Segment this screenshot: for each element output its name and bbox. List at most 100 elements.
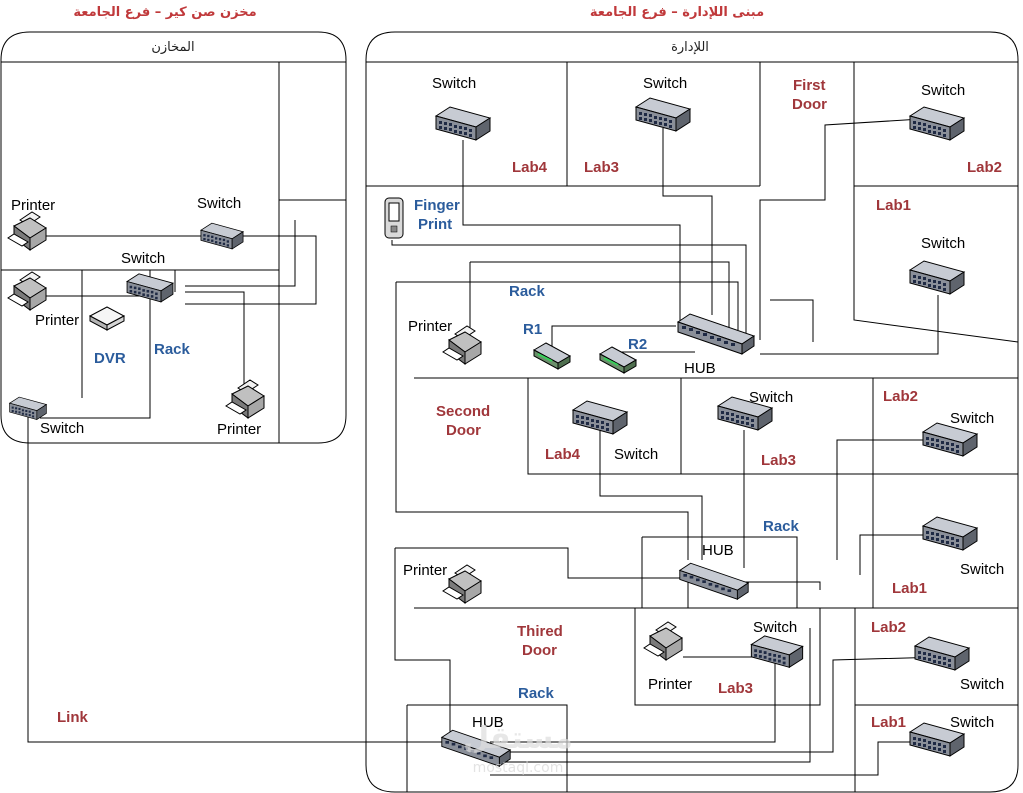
network-switch-icon [435, 106, 491, 141]
device-label: Printer [408, 318, 452, 335]
device-label: Printer [648, 676, 692, 693]
network-switch-icon [914, 636, 970, 671]
device-label: Switch [197, 195, 241, 212]
printer-icon [7, 211, 47, 251]
network-switch-icon [9, 396, 47, 420]
admin-titlebar: اللإدارة [671, 40, 709, 55]
lab1-bottom-switch: Switch [909, 714, 994, 757]
admin-heading: مبنى اللإدارة – فرع الجامعة [590, 5, 764, 20]
lab1-middle-switch: Switch [922, 516, 1004, 578]
room-label-lab2-bottom: Lab2 [871, 619, 906, 636]
door-label-line2: Door [522, 642, 557, 659]
device-label: R2 [628, 336, 647, 353]
router-r1: R1 [523, 321, 571, 370]
admin-printer-top: Printer [408, 318, 482, 365]
admin-hub-middle: HUB [679, 542, 749, 600]
warehouse-building [0, 31, 347, 444]
printer-icon [442, 564, 482, 604]
warehouse-switch-top: Switch [197, 195, 244, 250]
room-label-lab1: Lab1 [876, 197, 911, 214]
admin-hub-bottom: HUB [441, 714, 511, 767]
room-label-lab2-middle: Lab2 [883, 388, 918, 405]
second-door-label: Second Door [436, 403, 490, 439]
network-cabling [27, 117, 947, 776]
warehouse-printer-right: Printer [217, 379, 265, 438]
lab2-top-switch: Switch [909, 82, 965, 141]
watermark-logo-text: مستقل [463, 721, 573, 756]
device-label: HUB [472, 714, 504, 731]
room-label-lab3-bottom: Lab3 [718, 680, 753, 697]
network-switch-icon [750, 635, 804, 668]
device-label: Switch [121, 250, 165, 267]
link-label: Link [57, 709, 88, 726]
warehouse-titlebar: المخازن [151, 40, 194, 55]
device-label: DVR [94, 350, 126, 367]
room-label-lab4-middle: Lab4 [545, 446, 581, 463]
device-label: Printer [403, 562, 447, 579]
dvr-icon [89, 306, 125, 331]
watermark-url: mostaql.com [473, 760, 564, 776]
lab4-middle-switch: Switch [572, 400, 658, 463]
device-label: Switch [749, 389, 793, 406]
network-switch-icon [909, 260, 965, 295]
lab4-top-switch: Switch [432, 75, 491, 141]
admin-rack-label-middle: Rack [763, 518, 800, 535]
printer-icon [643, 621, 683, 661]
room-label-lab3: Lab3 [584, 159, 619, 176]
router-r2: R2 [599, 336, 647, 374]
door-label-line2: Door [792, 96, 827, 113]
device-label: Switch [950, 714, 994, 731]
device-label: Switch [40, 420, 84, 437]
room-label-lab2: Lab2 [967, 159, 1002, 176]
admin-rack-label-bottom: Rack [518, 685, 555, 702]
door-label-line2: Door [446, 422, 481, 439]
device-label: HUB [684, 360, 716, 377]
lab1-top-switch: Switch [909, 235, 965, 295]
network-hub-icon [679, 562, 749, 600]
device-label: Switch [950, 410, 994, 427]
warehouse-switch-bottom: Switch [9, 396, 84, 437]
watermark: مستقل mostaql.com [463, 721, 573, 776]
device-label: Switch [921, 82, 965, 99]
admin-rack-label-top: Rack [509, 283, 546, 300]
warehouse-rack-label: Rack [154, 341, 191, 358]
device-label: Printer [35, 312, 79, 329]
printer-icon [225, 379, 265, 419]
lab2-middle-switch: Switch [922, 410, 994, 457]
room-label-lab4: Lab4 [512, 159, 548, 176]
device-label: Switch [921, 235, 965, 252]
network-switch-icon [922, 516, 978, 551]
network-hub-icon [677, 313, 755, 355]
warehouse-printer-left: Printer [7, 271, 79, 329]
network-switch-icon [635, 97, 691, 132]
room-label-lab1-bottom: Lab1 [871, 714, 906, 731]
warehouse-heading: مخزن صن كير – فرع الجامعة [73, 5, 256, 20]
device-label-line2: Print [418, 216, 452, 233]
router-icon [533, 342, 571, 370]
admin-hub-top: HUB [677, 313, 755, 377]
device-label: Switch [643, 75, 687, 92]
first-door-label: First Door [792, 77, 827, 113]
lab3-top-switch: Switch [635, 75, 691, 132]
door-label-line1: Second [436, 403, 490, 420]
device-label: Switch [960, 561, 1004, 578]
warehouse-dvr: DVR [89, 306, 126, 367]
device-label: Switch [614, 446, 658, 463]
third-door-label: Thired Door [517, 623, 563, 659]
network-switch-icon [126, 273, 174, 303]
admin-building [365, 31, 1019, 793]
device-label: Switch [432, 75, 476, 92]
warehouse-printer-top: Printer [7, 197, 55, 251]
device-label: HUB [702, 542, 734, 559]
room-label-lab3-middle: Lab3 [761, 452, 796, 469]
network-switch-icon [922, 422, 978, 457]
device-label: R1 [523, 321, 542, 338]
fingerprint-reader-icon [384, 197, 404, 239]
device-label: Switch [753, 619, 797, 636]
device-label: Switch [960, 676, 1004, 693]
device-label-line1: Finger [414, 197, 460, 214]
finger-print-device: Finger Print [384, 197, 460, 239]
room-walls [1, 62, 1019, 792]
device-label: Printer [217, 421, 261, 438]
